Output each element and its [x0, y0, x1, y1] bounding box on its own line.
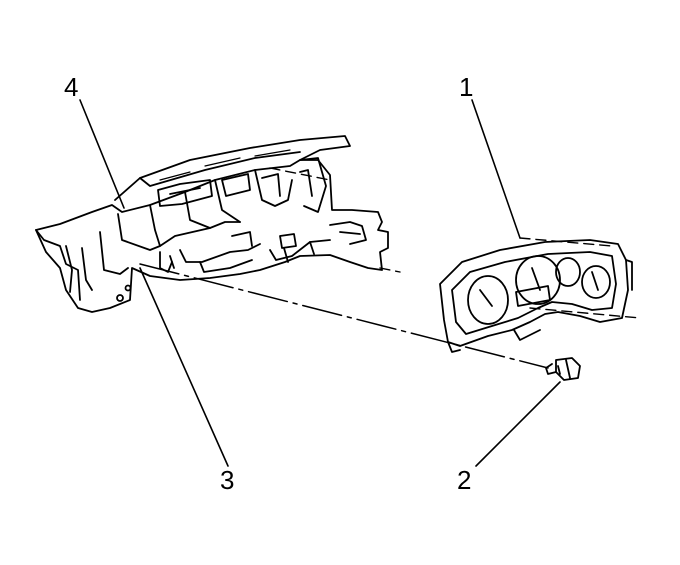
- leader-lines: [79, 99, 561, 467]
- callout-3: 3: [220, 465, 235, 495]
- cluster-center-lines: [519, 237, 641, 319]
- alignment-line: [139, 263, 549, 369]
- leader-line-4: [79, 99, 125, 209]
- leader-line-1: [471, 99, 521, 239]
- screw: [545, 357, 581, 381]
- carrier-center-lines: [269, 167, 401, 273]
- instrument-cluster: [439, 239, 633, 353]
- leader-line-2: [475, 381, 561, 467]
- instrument-panel-carrier: [35, 135, 389, 313]
- callout-2: 2: [457, 465, 472, 495]
- leader-line-3: [139, 267, 229, 467]
- callout-1: 1: [459, 72, 474, 102]
- callout-4: 4: [64, 72, 79, 102]
